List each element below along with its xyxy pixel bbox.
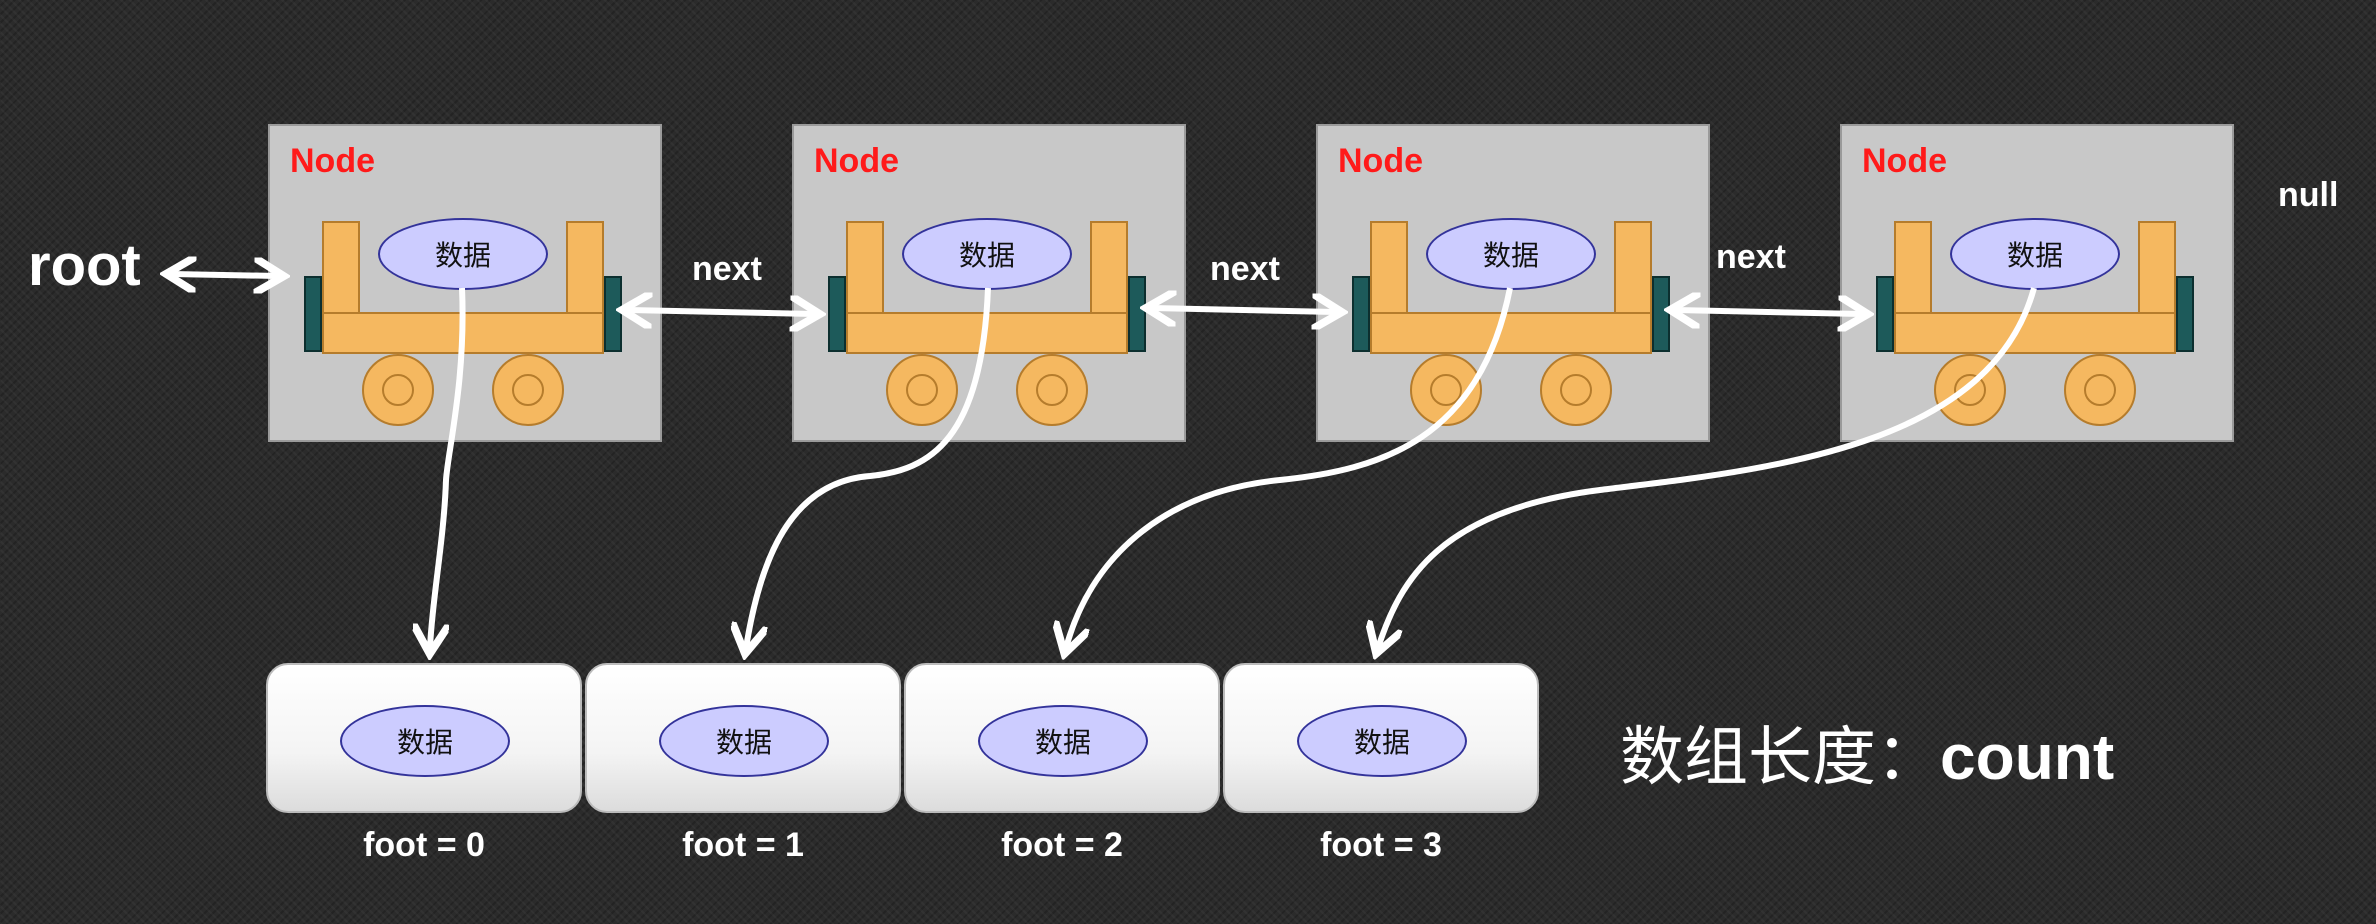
node-box: Node 数据 <box>268 124 662 442</box>
node-label: Node <box>814 142 899 180</box>
null-label: null <box>2278 176 2339 214</box>
foot-label: foot = 3 <box>1320 826 1442 864</box>
data-pointer-arrow <box>1066 287 1513 648</box>
array-cell: 数据 <box>1223 663 1539 813</box>
next-double-arrow <box>1152 308 1336 312</box>
next-double-arrow <box>1676 310 1862 314</box>
data-pointer-arrow <box>1378 287 2037 648</box>
node-box: Node 数据 <box>1840 124 2234 442</box>
array-length-label: 数组长度：count <box>1620 721 2115 795</box>
root-double-arrow <box>172 274 278 276</box>
next-label: next <box>692 250 762 288</box>
foot-label: foot = 1 <box>682 826 804 864</box>
node-data-ellipse: 数据 <box>902 218 1072 290</box>
node-label: Node <box>1862 142 1947 180</box>
node-data-ellipse: 数据 <box>1950 218 2120 290</box>
node-box: Node 数据 <box>1316 124 1710 442</box>
data-pointer-arrow <box>430 287 466 648</box>
array-data-ellipse: 数据 <box>978 705 1148 777</box>
node-label: Node <box>1338 142 1423 180</box>
next-label: next <box>1210 250 1280 288</box>
next-label: next <box>1716 238 1786 276</box>
array-data-ellipse: 数据 <box>659 705 829 777</box>
node-data-ellipse: 数据 <box>378 218 548 290</box>
foot-label: foot = 2 <box>1001 826 1123 864</box>
array-cell: 数据 <box>585 663 901 813</box>
root-label: root <box>28 233 141 298</box>
array-cell: 数据 <box>904 663 1220 813</box>
foot-label: foot = 0 <box>363 826 485 864</box>
array-cell: 数据 <box>266 663 582 813</box>
next-double-arrow <box>628 310 814 314</box>
node-box: Node 数据 <box>792 124 1186 442</box>
node-label: Node <box>290 142 375 180</box>
data-pointer-arrow <box>746 287 991 648</box>
cart-icon <box>1318 126 1712 444</box>
cart-icon <box>1842 126 2236 444</box>
array-data-ellipse: 数据 <box>1297 705 1467 777</box>
array-data-ellipse: 数据 <box>340 705 510 777</box>
